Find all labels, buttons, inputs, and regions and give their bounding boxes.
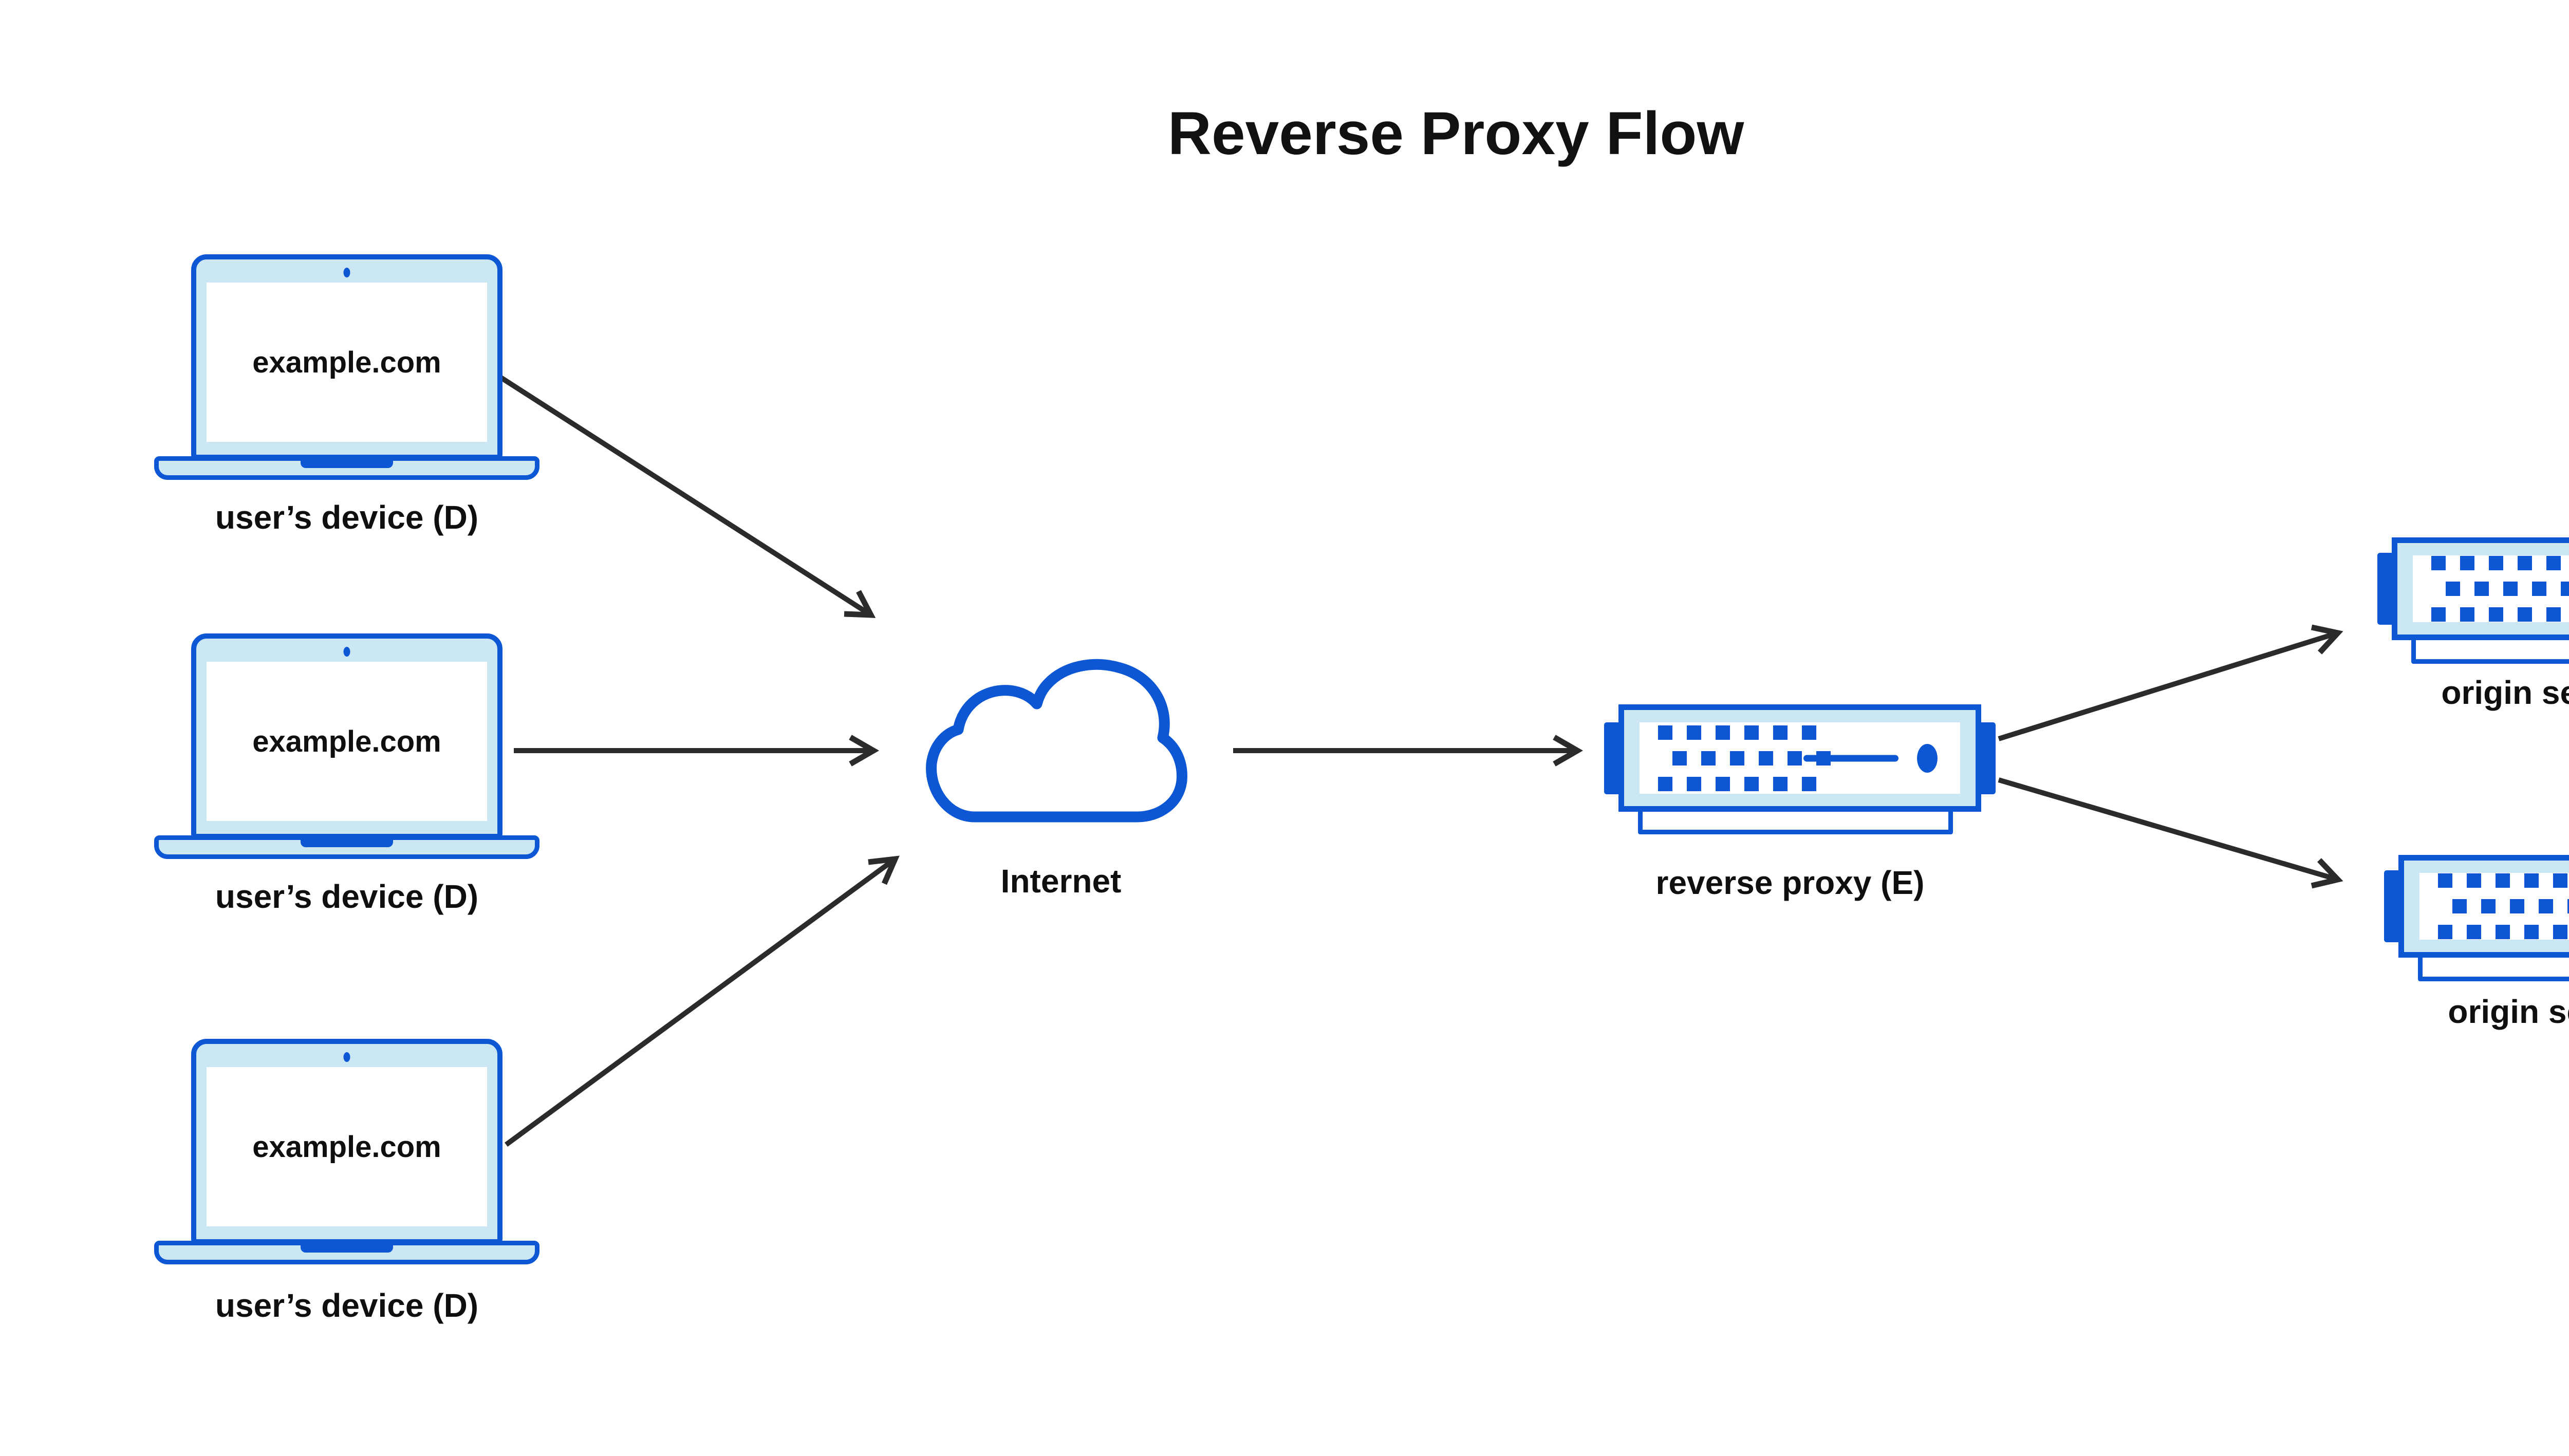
internet-label: Internet (1000, 863, 1122, 900)
laptop-icon: example.com (154, 633, 539, 860)
reverse-proxy-label: reverse proxy (E) (1655, 864, 1925, 901)
server-front-panel (2419, 873, 2569, 940)
laptop-hinge-notch (301, 460, 393, 468)
server-body (2398, 855, 2569, 958)
laptop-hinge-notch (301, 1245, 393, 1253)
origin-server-1-label: origin server (F) (2441, 674, 2569, 711)
webcam-dot-icon (343, 1052, 350, 1062)
server-body (1618, 704, 1981, 812)
server-icon (1604, 704, 1996, 835)
laptop-lid: example.com (191, 1039, 502, 1244)
device-url-text: example.com (252, 724, 441, 758)
server-slot-line (1803, 755, 1898, 761)
cloud-icon (926, 659, 1187, 823)
arrow-proxy-to-origin1 (1998, 624, 2343, 741)
origin-server-2-label: origin server (F) (2448, 993, 2569, 1030)
arrow-device1-to-internet (499, 375, 876, 618)
device-url-text: example.com (252, 1130, 441, 1164)
laptop-screen: example.com (207, 662, 487, 821)
device-url-text: example.com (252, 345, 441, 379)
server-icon (2377, 537, 2569, 664)
server-vents-pattern (2431, 556, 2569, 622)
arrow-internet-to-proxy (1233, 735, 1583, 767)
laptop-lid: example.com (191, 633, 502, 839)
server-icon (2384, 855, 2569, 981)
server-front-panel (1640, 722, 1960, 794)
laptop-base (154, 1241, 539, 1264)
server-front-panel (2413, 555, 2569, 622)
laptop-lid: example.com (191, 254, 502, 460)
arrow-device2-to-internet (514, 735, 879, 767)
laptop-icon: example.com (154, 1039, 539, 1265)
edge-arrows (499, 375, 2343, 1147)
laptop-icon: example.com (154, 254, 539, 480)
server-vents-pattern (1658, 725, 1831, 791)
laptop-base (154, 456, 539, 480)
device-1-label: user’s device (D) (215, 499, 479, 536)
device-2-label: user’s device (D) (215, 878, 479, 915)
device-3-label: user’s device (D) (215, 1287, 479, 1324)
arrow-device3-to-internet (505, 855, 900, 1147)
laptop-screen: example.com (207, 283, 487, 442)
laptop-hinge-notch (301, 839, 393, 847)
arrow-proxy-to-origin2 (1998, 777, 2343, 889)
server-body (2392, 537, 2569, 640)
server-slot-line (2563, 585, 2569, 592)
server-power-dot (1917, 743, 1938, 773)
webcam-dot-icon (343, 647, 350, 657)
webcam-dot-icon (343, 268, 350, 277)
page-title: Reverse Proxy Flow (1167, 100, 1744, 167)
laptop-screen: example.com (207, 1067, 487, 1226)
server-vents-pattern (2438, 873, 2569, 939)
laptop-base (154, 835, 539, 859)
